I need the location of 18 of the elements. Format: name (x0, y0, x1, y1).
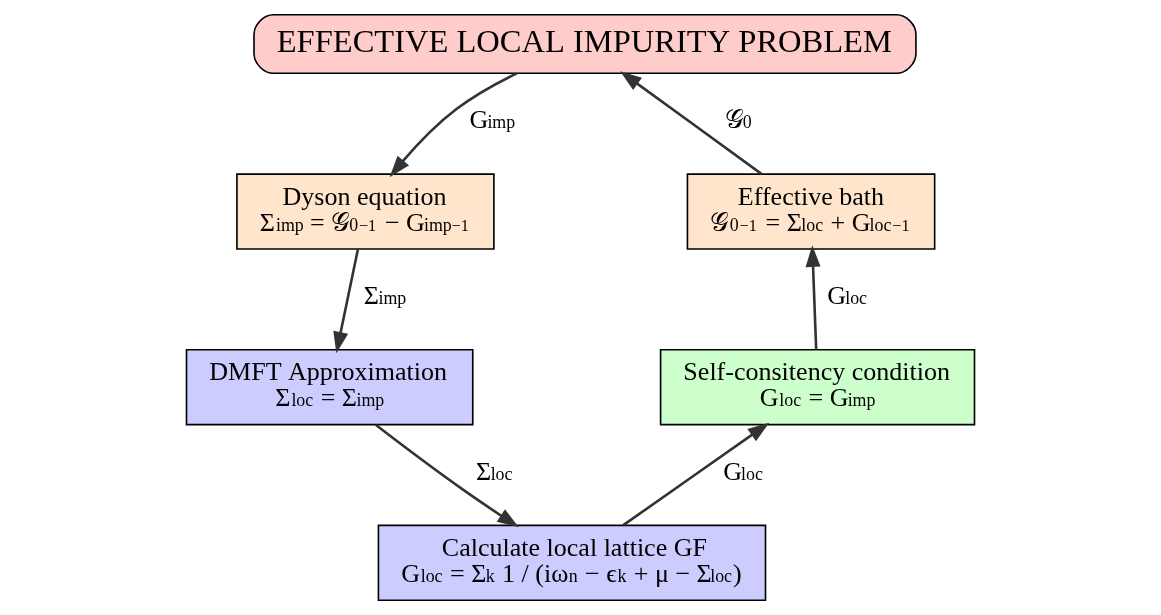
node-box: EFFECTIVE LOCAL IMPURITY PROBLEM (253, 13, 917, 75)
edge-label: Σloc (475, 456, 513, 486)
edge-label: Σimp (363, 280, 407, 310)
node-box: Effective bath 𝒢0−1 = Σloc + Gloc−1 (686, 173, 936, 250)
arrow (805, 245, 821, 350)
arrow (622, 422, 770, 527)
arrow (389, 72, 518, 178)
node-box: DMFT Approximation Σloc = Σimp (185, 348, 474, 426)
arrow (375, 424, 519, 528)
node-box: Dyson equation Σimp = 𝒢0−1 − Gimp−1 (236, 173, 495, 250)
node-box: Self-consitency condition Gloc = Gimp (659, 348, 976, 426)
edge-label: Gloc (723, 456, 763, 486)
edge-label: Gimp (469, 105, 516, 135)
edge-label: 𝒢0 (724, 105, 752, 135)
edge-label: Gloc (827, 280, 868, 310)
arrow (620, 71, 763, 175)
node-box: Calculate local lattice GF Gloc = Σk 1 / (iωn − ϵk + μ − Σloc) (377, 524, 767, 602)
arrow (333, 249, 360, 354)
